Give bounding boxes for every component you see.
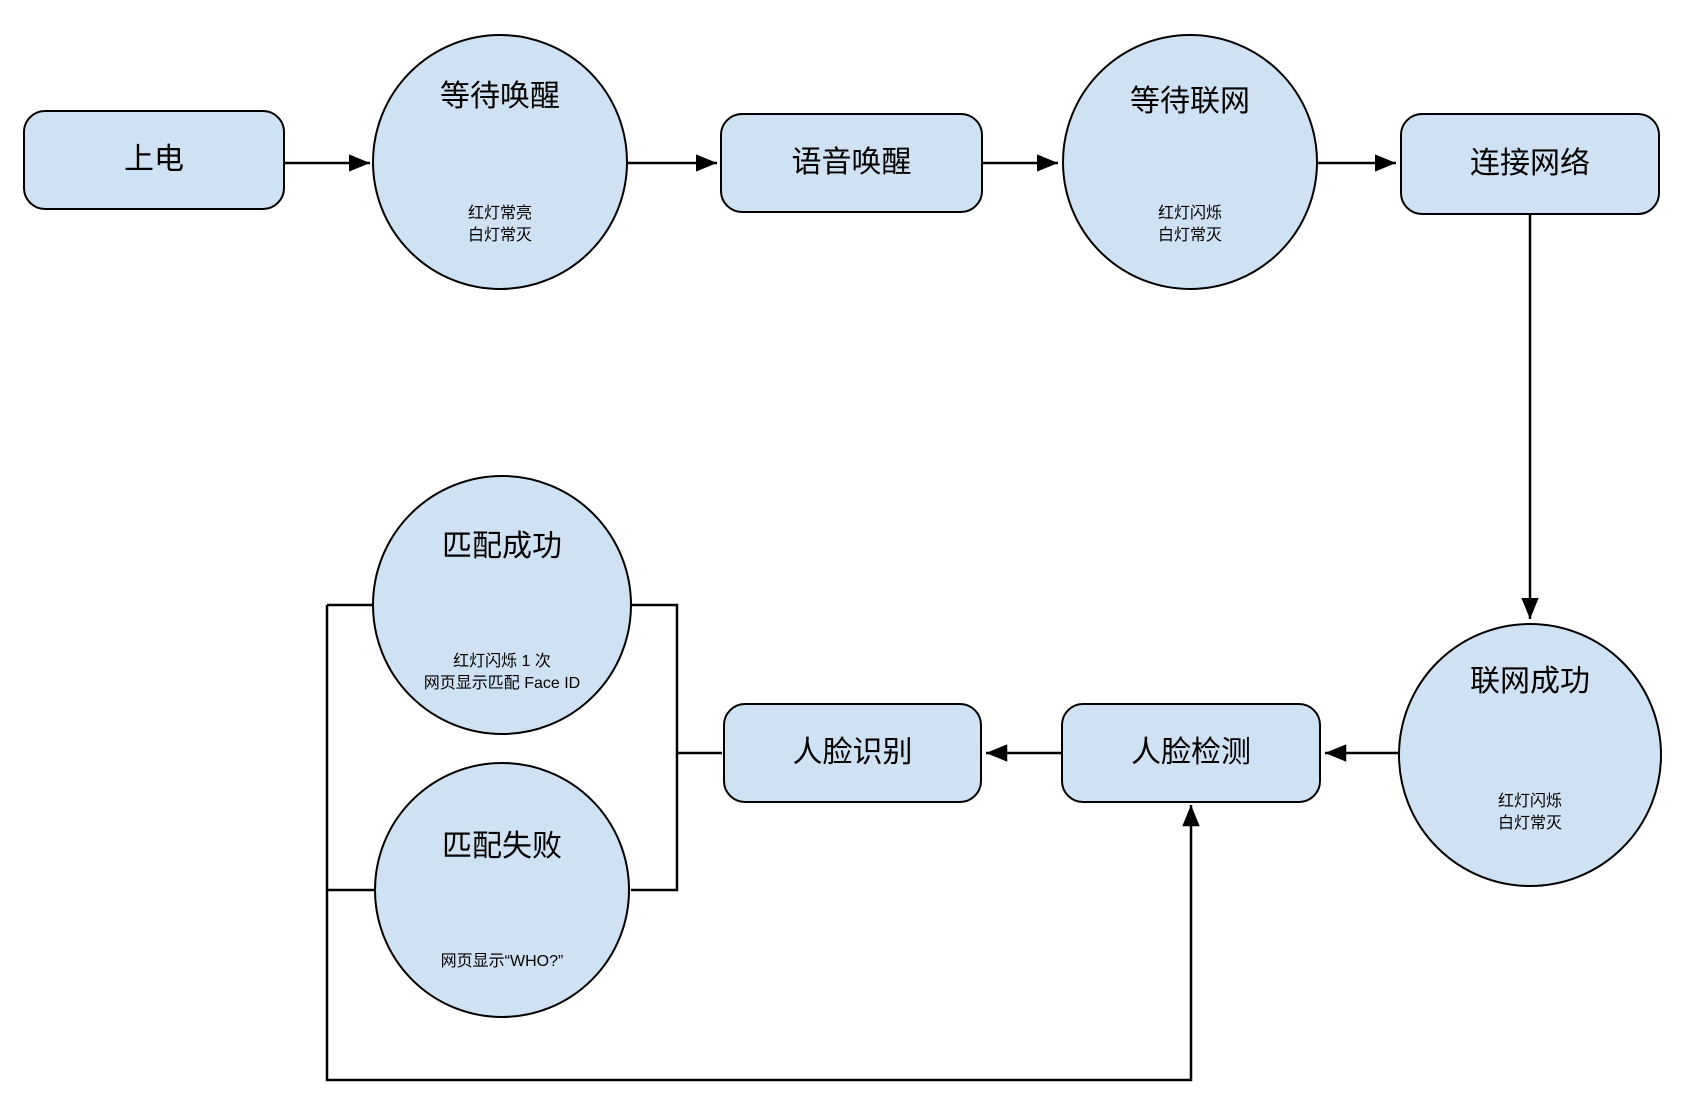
node-label: 连接网络 [1470,147,1590,180]
edge-loop-back-to-face-detect [325,605,1200,1082]
node-label: 人脸识别 [792,736,913,769]
node-status-line: 红灯闪烁 [1157,205,1222,222]
node-face-detect: 人脸检测 [1061,703,1321,803]
node-label: 等待联网 [1130,85,1250,118]
node-label: 语音唤醒 [791,146,912,179]
node-label: 联网成功 [1470,665,1590,698]
node-status-line: 红灯常亮 [467,205,532,222]
node-status: 红灯闪烁 1 次 网页显示匹配 Face ID [374,651,630,695]
node-status: 网页显示“WHO?” [376,951,628,973]
node-face-recognize: 人脸识别 [723,703,982,803]
node-label: 人脸检测 [1131,736,1251,769]
node-status: 红灯常亮 白灯常灭 [374,203,626,247]
node-wait-wake: 等待唤醒 红灯常亮 白灯常灭 [372,34,628,290]
node-status: 红灯闪烁 白灯常灭 [1400,791,1660,835]
node-status: 红灯闪烁 白灯常灭 [1064,203,1316,247]
node-voice-wake: 语音唤醒 [720,113,983,213]
node-label: 匹配成功 [442,530,562,563]
node-label: 上电 [124,143,184,176]
node-label: 等待唤醒 [440,80,560,113]
node-match-success: 匹配成功 红灯闪烁 1 次 网页显示匹配 Face ID [372,475,632,735]
node-wait-network: 等待联网 红灯闪烁 白灯常灭 [1062,34,1318,290]
node-label: 匹配失败 [442,830,562,863]
node-status-line: 白灯常灭 [1497,815,1562,832]
node-network-success: 联网成功 红灯闪烁 白灯常灭 [1398,623,1662,887]
node-status-line: 白灯常灭 [1157,227,1222,244]
node-power-on: 上电 [23,110,285,210]
node-connect-network: 连接网络 [1400,113,1660,215]
node-match-fail: 匹配失败 网页显示“WHO?” [374,762,630,1018]
edge-face-recognize-result-bus [631,603,679,892]
node-status-line: 红灯闪烁 1 次 [453,653,551,670]
node-status-line: 红灯闪烁 [1497,793,1562,810]
node-status-line: 网页显示匹配 Face ID [423,675,581,692]
node-status-line: 网页显示“WHO?” [440,953,564,970]
node-status-line: 白灯常灭 [467,227,532,244]
